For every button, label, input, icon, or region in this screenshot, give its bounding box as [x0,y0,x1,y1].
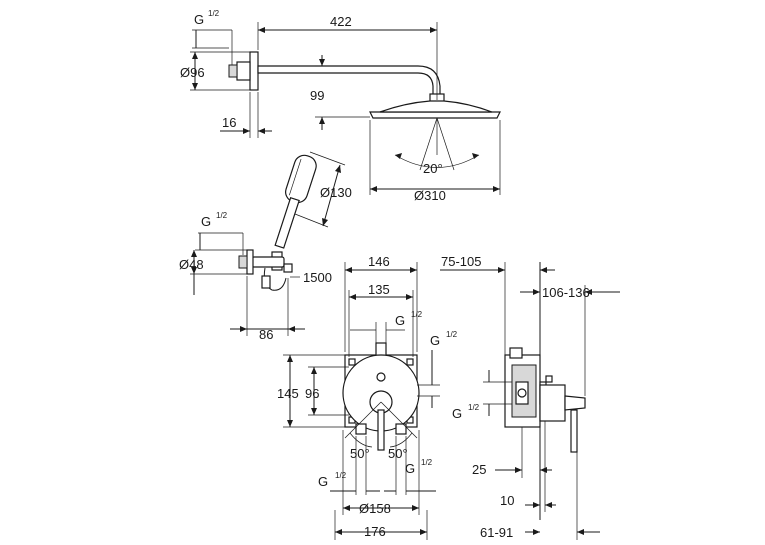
rain-head-dome [379,100,493,113]
elbow-flange [246,249,254,275]
inlet-offset-label: 25 [472,462,486,477]
elbow-thread-label: G [201,214,211,229]
arm-drop-label: 99 [310,88,324,103]
arm-thread-label: G [194,12,204,27]
head-dia-label: Ø310 [414,188,446,203]
install-depth-label: 75-105 [441,254,481,269]
cover-plate-side [539,384,566,422]
rain-head [369,111,501,119]
hand-shower: Ø130 G 1/2 Ø48 1500 86 [179,151,352,342]
right-inlet [395,423,407,435]
connector-thread [228,64,238,78]
wall-gap-label: 10 [500,493,514,508]
handle-projection-label: 106-136 [542,285,590,300]
diverter-knob [376,372,386,382]
shower-arm [257,65,441,97]
angle-left-label: 50° [350,446,370,461]
wall-elbow [251,256,285,268]
hand-shower-handle [274,196,300,249]
wall-flange [249,51,259,91]
body-inner-height-label: 96 [305,386,319,401]
bottom-thread-right-label: G [405,461,415,476]
plate-dia-label: Ø158 [359,501,391,516]
wall-connector [236,61,251,81]
top-thread-label: G [395,313,405,328]
body-height-label: 145 [277,386,299,401]
svg-text:1/2: 1/2 [421,458,433,467]
hose-length-label: 1500 [303,270,332,285]
svg-text:1/2: 1/2 [411,310,423,319]
elbow-flange-label: Ø48 [179,257,204,272]
elbow-thread [238,255,248,269]
body-inner-width-label: 135 [368,282,390,297]
bottom-thread-left-label: G [318,474,328,489]
svg-text:1/2: 1/2 [208,9,220,18]
svg-text:1/2: 1/2 [446,330,458,339]
svg-text:1/2: 1/2 [468,403,480,412]
mixer-front-view: 50° 50° 146 135 G 1/2 G 1/2 [277,254,458,540]
plate-width-label: 176 [364,524,386,539]
plate-projection-label: 61-91 [480,525,513,540]
hand-dia-label: Ø130 [320,185,352,200]
spray-angle-label: 20° [423,161,443,176]
svg-text:1/2: 1/2 [335,471,347,480]
svg-text:1/2: 1/2 [216,211,228,220]
angle-right-label: 50° [388,446,408,461]
overhead-shower: 20° 422 G 1/2 Ø96 99 [180,9,501,203]
body-width-label: 146 [368,254,390,269]
side-thread-label: G [430,333,440,348]
mixer-lever [377,409,385,451]
left-inlet [355,423,367,435]
elbow-projection-label: 86 [259,327,273,342]
mixer-side-view: 75-105 106-136 G 1/2 25 10 [440,254,620,540]
lever-side [564,395,586,411]
side-g-label: G [452,406,462,421]
arm-length-label: 422 [330,14,352,29]
flange-dia-label: Ø96 [180,65,205,80]
flange-depth-label: 16 [222,115,236,130]
